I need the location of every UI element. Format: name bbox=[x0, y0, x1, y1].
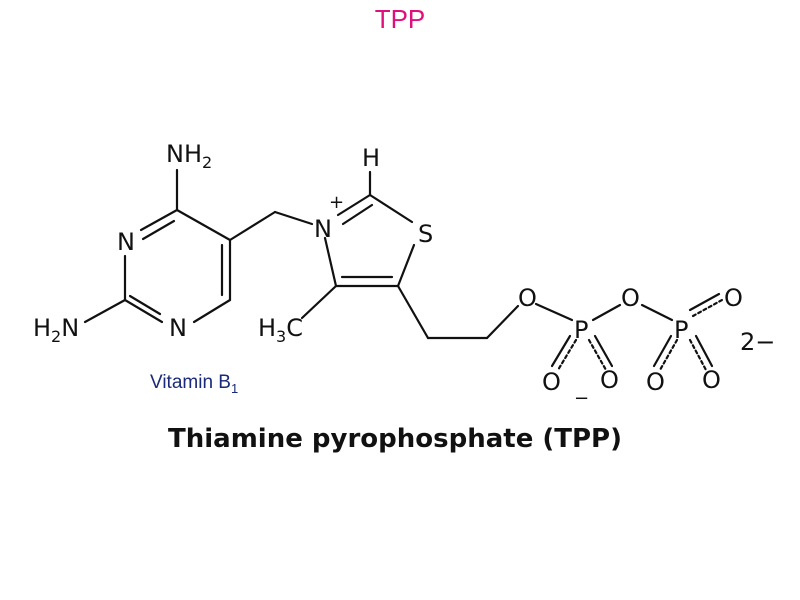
bond-c6-n1 bbox=[192, 298, 232, 324]
ring-n3-label: N bbox=[117, 228, 135, 256]
bond-o-p1 bbox=[534, 302, 574, 322]
bond-p2-o-below-right bbox=[688, 338, 708, 372]
bond-p2-o-above-right-2 bbox=[688, 292, 721, 312]
bond-p1-o-below-right-2 bbox=[593, 334, 614, 368]
bond-chain2-o bbox=[485, 304, 520, 340]
bond-bridge-o-p2 bbox=[640, 303, 674, 322]
thiazolium-n-label: N bbox=[314, 215, 332, 243]
bond-ch2-n bbox=[273, 210, 314, 226]
nh2-top-label: NH2 bbox=[166, 140, 212, 172]
ester-oxygen-label: O bbox=[518, 284, 537, 312]
bond-c4-ch3 bbox=[300, 284, 338, 320]
atom-labels: NH2 N N H2N N + H S H3C O P O P O O O O … bbox=[33, 140, 775, 409]
methyl-label: H3C bbox=[258, 314, 303, 346]
bond-p2-o-below-left-2 bbox=[652, 334, 673, 368]
bond-p1-o-below-right bbox=[587, 338, 608, 372]
molecule-name-caption: Thiamine pyrophosphate (TPP) bbox=[168, 424, 622, 454]
bond-n3-c4 bbox=[139, 208, 179, 232]
bond-c5-ch2 bbox=[228, 210, 277, 242]
c2-hydrogen-label: H bbox=[362, 144, 380, 172]
sulfur-label: S bbox=[418, 220, 433, 248]
bridge-oxygen-label: O bbox=[621, 284, 640, 312]
bond-p1-o-below-left bbox=[556, 338, 578, 372]
bond-c2-nh2 bbox=[83, 298, 127, 324]
bond-p2-o-above-right bbox=[691, 298, 724, 318]
p1-oxygen-below-left-label: O bbox=[542, 368, 561, 396]
bond-c5-chain1 bbox=[396, 284, 430, 340]
phosphorus-2-label: P bbox=[674, 316, 688, 344]
h2n-left-label: H2N bbox=[33, 314, 79, 346]
phosphorus-1-label: P bbox=[574, 316, 588, 344]
bond-c2-s bbox=[368, 193, 414, 224]
ring-n1-label: N bbox=[169, 314, 187, 342]
p2-oxygen-above-right-label: O bbox=[724, 284, 743, 312]
bond-p1-o-below-left-2 bbox=[550, 334, 572, 368]
p1-oxygen-below-right-label: O bbox=[600, 366, 619, 394]
bond-c4-n bbox=[323, 236, 338, 288]
bond-n1-c2 bbox=[123, 298, 164, 324]
bond-s-c5 bbox=[396, 243, 416, 288]
bond-p1-bridge-o bbox=[591, 303, 622, 322]
bond-p2-o-below-left bbox=[658, 338, 679, 372]
p2-oxygen-below-right-label: O bbox=[702, 366, 721, 394]
bond-n-c2 bbox=[336, 193, 372, 217]
p2-oxygen-below-left-label: O bbox=[646, 368, 665, 396]
bond-n3-c4-inner bbox=[141, 219, 176, 241]
bonds bbox=[83, 168, 724, 372]
bond-c4-c5 bbox=[175, 208, 232, 242]
nitrogen-positive-charge: + bbox=[329, 192, 344, 213]
bond-n-c2-inner bbox=[341, 203, 374, 226]
bond-p2-o-below-right-2 bbox=[694, 334, 714, 368]
slide-title: TPP bbox=[374, 4, 426, 34]
vitamin-b1-label: Vitamin B1 bbox=[150, 372, 239, 396]
bond-n1-c2-inner bbox=[128, 294, 162, 316]
overall-charge-label: 2− bbox=[740, 328, 775, 356]
oxygen-negative-charge: − bbox=[574, 388, 589, 409]
